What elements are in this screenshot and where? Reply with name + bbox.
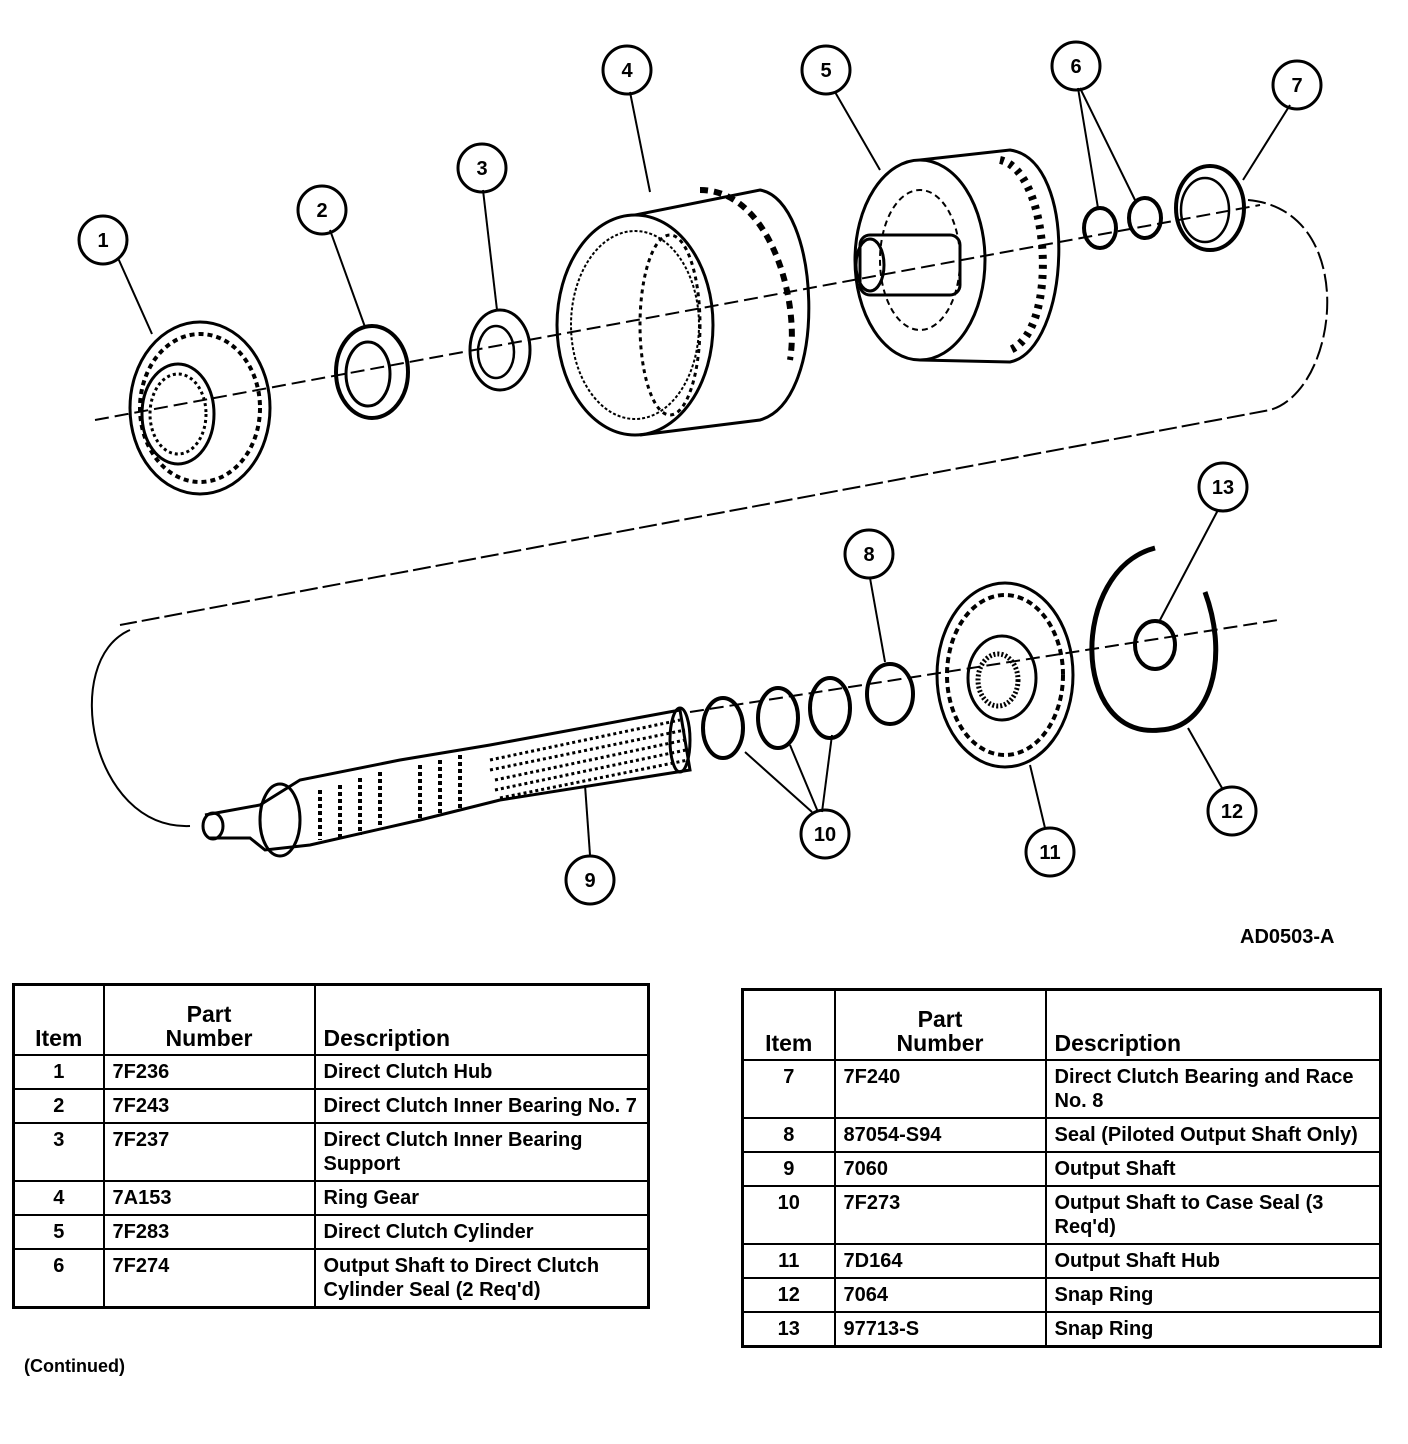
part-10-seals [701,676,852,760]
callout-7: 7 [1291,75,1302,97]
continued-note: (Continued) [24,1356,125,1376]
callout-10: 10 [814,824,836,846]
description-cell: Direct Clutch Hub [313,1053,650,1090]
callout-2: 2 [316,200,327,222]
item-cell: 9 [741,1150,836,1187]
part-3-bearing-support [468,308,532,392]
item-cell: 5 [12,1213,105,1250]
description-cell: Snap Ring [1044,1310,1382,1347]
part-number-cell: 7F237 [102,1121,316,1182]
header-description: Description [1044,988,1382,1061]
description-cell: Output Shaft to Direct Clutch Cylinder S… [313,1247,650,1308]
item-cell: 1 [12,1053,105,1090]
header-description: Description [313,983,650,1056]
description-cell: Direct Clutch Inner Bearing No. 7 [313,1087,650,1124]
part-9-output-shaft [201,706,692,858]
part-5-clutch-cylinder [853,148,1061,364]
item-cell: 8 [741,1116,836,1153]
part-13-snap-ring [1133,619,1177,671]
part-number-cell: 87054-S94 [833,1116,1047,1153]
callout-1: 1 [97,230,108,252]
callout-12: 12 [1221,801,1243,823]
description-cell: Output Shaft Hub [1044,1242,1382,1279]
description-cell: Direct Clutch Bearing and Race No. 8 [1044,1058,1382,1119]
part-1-direct-clutch-hub [128,320,272,496]
callout-3: 3 [476,158,487,180]
part-4-ring-gear [555,187,811,437]
item-cell: 7 [741,1058,836,1119]
item-cell: 10 [741,1184,836,1245]
upper-axis-line [94,204,1261,421]
part-6-seals [1082,196,1163,250]
part-number-cell: 97713-S [833,1310,1047,1347]
item-cell: 13 [741,1310,836,1347]
connector-loop-left [90,629,191,828]
description-cell: Direct Clutch Cylinder [313,1213,650,1250]
callout-4: 4 [621,60,633,82]
exploded-view-diagram: 1 2 3 4 5 6 7 8 9 10 11 12 13 [77,40,1329,906]
part-2-bearing [334,324,410,420]
callout-8: 8 [863,544,874,566]
item-cell: 11 [741,1242,836,1279]
description-cell: Output Shaft to Case Seal (3 Req'd) [1044,1184,1382,1245]
part-number-cell: 7F274 [102,1247,316,1308]
description-cell: Direct Clutch Inner Bearing Support [313,1121,650,1182]
part-number-cell: 7F236 [102,1053,316,1090]
item-cell: 6 [12,1247,105,1308]
part-number-cell: 7D164 [833,1242,1047,1279]
part-number-cell: 7F273 [833,1184,1047,1245]
item-cell: 2 [12,1087,105,1124]
callout-13: 13 [1212,477,1234,499]
item-cell: 3 [12,1121,105,1182]
part-number-cell: 7F243 [102,1087,316,1124]
item-cell: 12 [741,1276,836,1313]
header-item: Item [12,983,105,1056]
part-12-snap-ring [1089,545,1219,733]
item-cell: 4 [12,1179,105,1216]
callout-5: 5 [820,60,831,82]
callout-11: 11 [1039,842,1060,864]
connector-loop-right [119,199,1329,626]
part-7-bearing-race [1174,164,1246,252]
part-11-output-shaft-hub [935,581,1075,769]
part-number-cell: 7F283 [102,1213,316,1250]
description-cell: Snap Ring [1044,1276,1382,1313]
part-number-cell: 7060 [833,1150,1047,1187]
callout-6: 6 [1070,56,1081,78]
description-cell: Output Shaft [1044,1150,1382,1187]
header-item: Item [741,988,836,1061]
callout-9: 9 [584,870,595,892]
description-cell: Ring Gear [313,1179,650,1216]
part-number-cell: 7064 [833,1276,1047,1313]
part-number-cell: 7A153 [102,1179,316,1216]
part-8-seal [865,662,915,726]
description-cell: Seal (Piloted Output Shaft Only) [1044,1116,1382,1153]
figure-id: AD0503-A [1240,926,1335,948]
part-number-cell: 7F240 [833,1058,1047,1119]
